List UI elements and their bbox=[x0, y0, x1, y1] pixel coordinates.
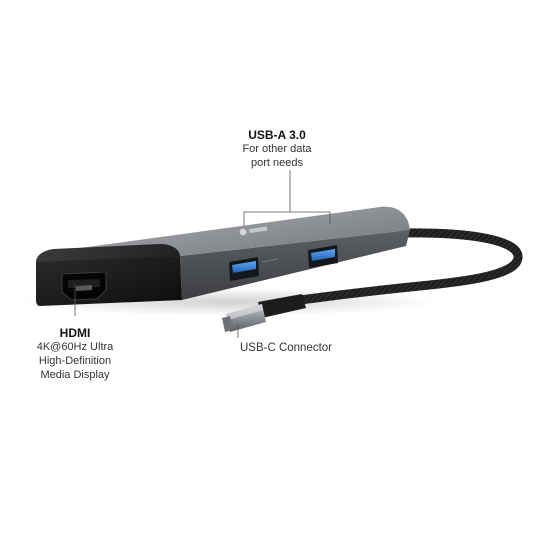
hdmi-desc-line3: Media Display bbox=[40, 368, 110, 381]
hdmi-port bbox=[61, 271, 107, 301]
usb-a-title: USB-A 3.0 bbox=[248, 128, 306, 142]
hdmi-block-front bbox=[36, 256, 182, 306]
brand-logo bbox=[239, 226, 268, 236]
usb-a-port-1 bbox=[229, 257, 279, 281]
hdmi-desc-line2: High-Definition bbox=[38, 354, 112, 367]
usb-c-connector bbox=[222, 294, 306, 332]
braided-cable bbox=[295, 228, 523, 305]
usb-a-label: USB-A 3.0 For other data port needs bbox=[232, 128, 322, 171]
usb-a-desc-line1: For other data bbox=[242, 143, 312, 155]
usb-c-label: USB-C Connector bbox=[239, 342, 333, 354]
usb-a-port-2 bbox=[308, 245, 338, 268]
usb-a-desc-line2: port needs bbox=[251, 156, 303, 169]
hdmi-label: HDMI 4K@60Hz Ultra High-Definition Media… bbox=[30, 326, 120, 382]
hdmi-title: HDMI bbox=[59, 326, 91, 340]
hdmi-desc-line1: 4K@60Hz Ultra bbox=[36, 341, 114, 353]
usb-a-bracket bbox=[243, 211, 331, 226]
hub-front-face bbox=[180, 230, 410, 300]
